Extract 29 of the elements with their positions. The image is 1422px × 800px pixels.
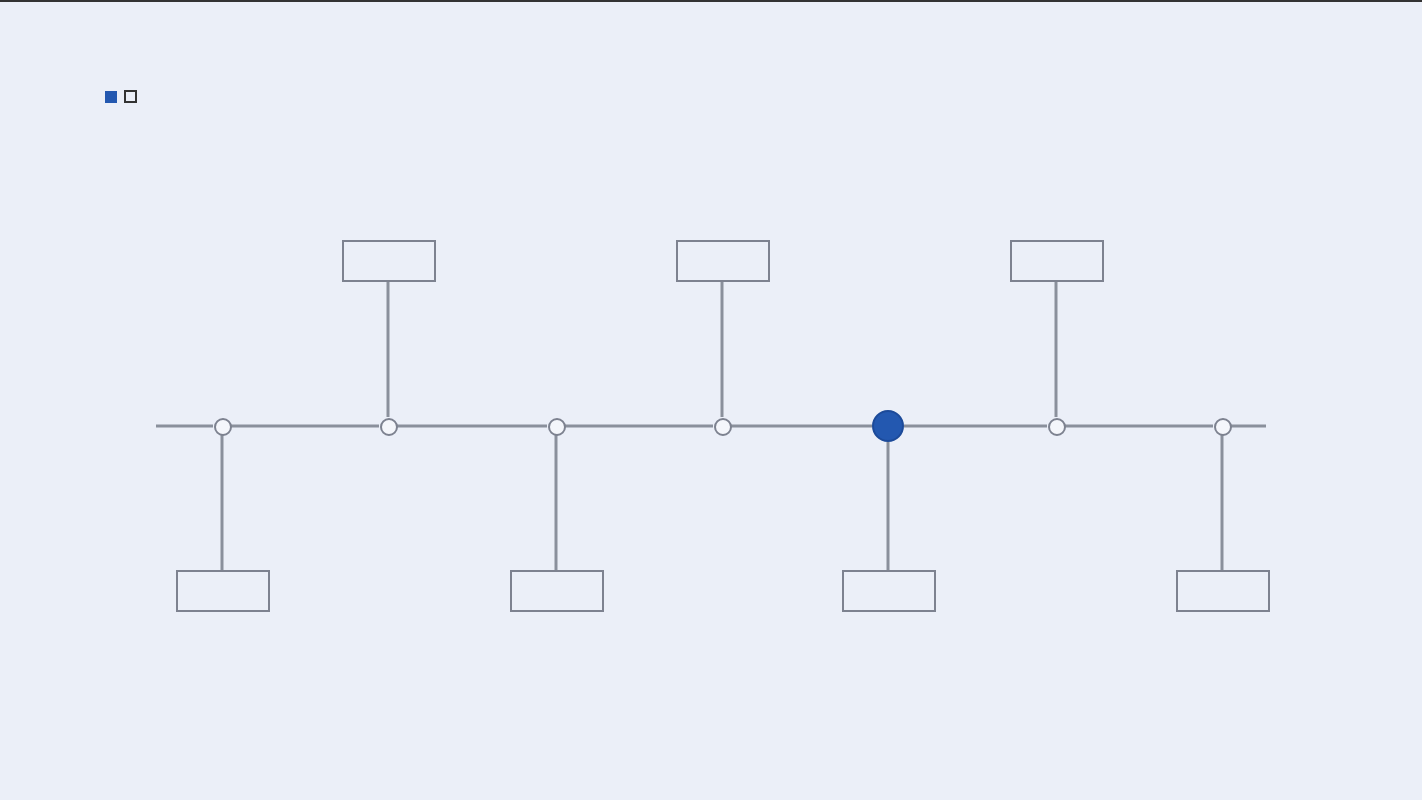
connector-line — [1231, 424, 1266, 428]
label-box — [1009, 240, 1103, 282]
connector-line — [231, 424, 379, 428]
connector-line — [386, 282, 390, 417]
label-box — [841, 570, 935, 612]
label-box — [175, 570, 269, 612]
connector-line — [731, 424, 872, 428]
label-box — [341, 240, 435, 282]
label-box — [1175, 570, 1269, 612]
connector-line — [565, 424, 713, 428]
connector-line — [720, 282, 724, 417]
connector-line — [397, 424, 547, 428]
connector-line — [904, 424, 1047, 428]
connector-line — [156, 424, 213, 428]
connector-line — [220, 435, 224, 570]
timeline-marker — [713, 417, 731, 435]
connector-line — [554, 435, 558, 570]
connector-line — [1054, 282, 1058, 417]
connector-line — [1065, 424, 1213, 428]
timeline-marker — [1213, 417, 1231, 435]
timeline-marker — [547, 417, 565, 435]
active-timeline-marker — [872, 410, 904, 442]
timeline-marker — [213, 417, 231, 435]
connector-line — [886, 442, 890, 570]
connector-line — [1220, 435, 1224, 570]
timeline-marker — [379, 417, 397, 435]
timeline-marker — [1047, 417, 1065, 435]
label-box — [675, 240, 769, 282]
label-box — [509, 570, 603, 612]
